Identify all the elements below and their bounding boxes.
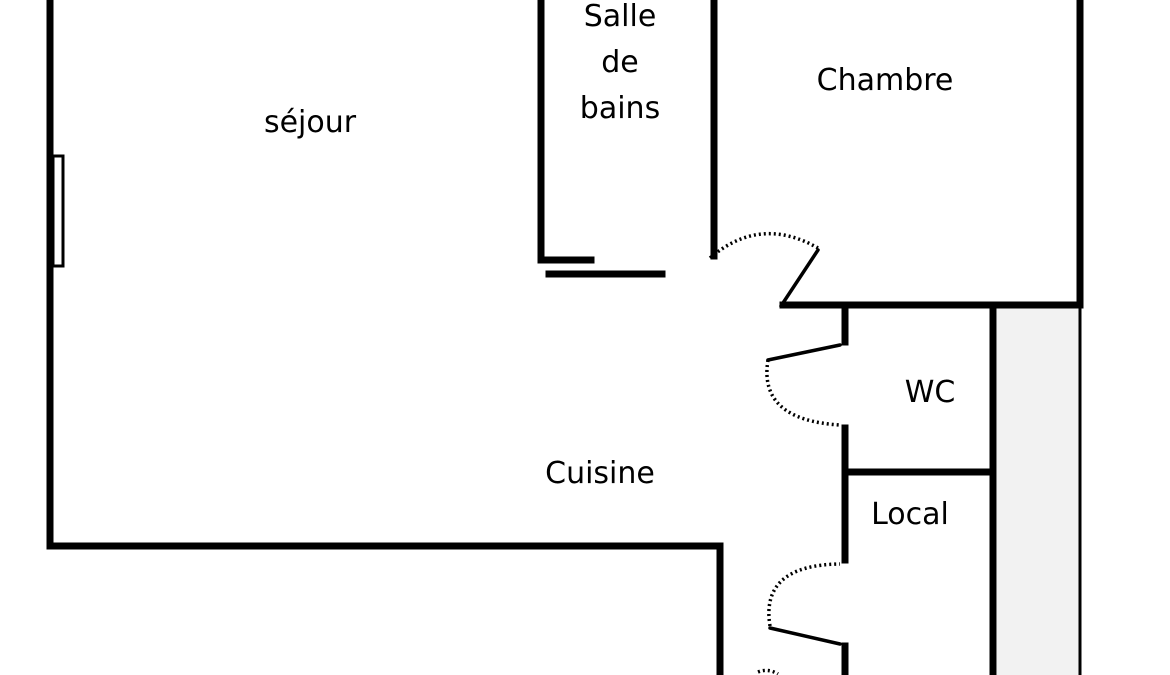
door-local-swing [767, 562, 841, 627]
door-chambre [779, 248, 820, 308]
wall-exterior-left [46, 0, 724, 675]
wall-bathroom-left [537, 0, 595, 264]
door-chambre-swing [708, 231, 819, 260]
room-label-cuisine: Cuisine [545, 456, 655, 491]
room-label-chambre: Chambre [816, 63, 954, 98]
door-entry-swing [757, 668, 779, 675]
room-label-salle-de-bains: Salle de bains [560, 0, 680, 132]
window [51, 154, 65, 268]
room-label-wc: WC [904, 375, 956, 410]
service-shaft [997, 308, 1080, 675]
door-local [768, 626, 842, 646]
room-label-salle-line2: de [601, 45, 639, 80]
room-label-local: Local [871, 497, 949, 532]
room-label-salle-line3: bains [579, 91, 661, 126]
room-label-sejour: séjour [263, 105, 357, 140]
room-label-salle-line1: Salle [583, 0, 657, 34]
door-wc-swing [765, 359, 841, 427]
door-wc [766, 343, 842, 362]
